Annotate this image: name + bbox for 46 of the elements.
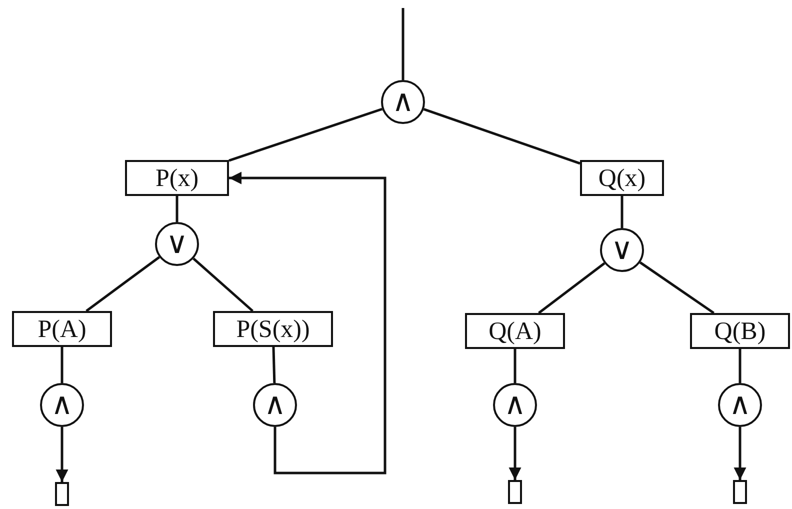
operator-circle [155, 222, 199, 266]
logic-operator: ∧ [51, 390, 73, 420]
logic-operator: ∧ [264, 390, 286, 420]
arrow [229, 172, 386, 474]
operator-circle [493, 383, 537, 427]
predicate-label: P(x) [155, 166, 199, 190]
connector-line [60, 347, 64, 383]
operator-circle [600, 228, 644, 272]
connector-line [620, 196, 624, 228]
operator-circle [253, 383, 297, 427]
term-box [465, 313, 565, 349]
logic-operator: ∧ [729, 390, 751, 420]
connector-line [423, 108, 580, 165]
term-box [213, 311, 333, 347]
connector-line [176, 196, 178, 222]
connector-line [738, 349, 742, 383]
connector-line [86, 256, 160, 312]
predicate-label: Q(A) [488, 318, 542, 344]
term-box [12, 311, 112, 347]
connector-line [192, 258, 254, 312]
predicate-label: Q(B) [714, 318, 766, 344]
arrow [56, 427, 68, 482]
operator-circle [40, 383, 84, 427]
operator-circle [718, 383, 762, 427]
operator-circle [381, 80, 425, 124]
logic-operator: ∨ [166, 229, 188, 259]
predicate-label: P(A) [38, 316, 86, 342]
arrow [508, 427, 522, 480]
connector-line [538, 262, 606, 314]
logic-operator: ∧ [392, 87, 414, 117]
connector-line [639, 261, 714, 314]
logic-operator: ∧ [504, 390, 526, 420]
predicate-label: Q(x) [598, 166, 646, 190]
empty-box [508, 480, 522, 504]
arrow [734, 427, 746, 480]
connector-line [402, 8, 404, 80]
logic-operator: ∨ [611, 235, 633, 265]
empty-box [733, 480, 747, 504]
connector-line [514, 349, 516, 383]
term-box [580, 160, 664, 196]
predicate-label: P(S(x)) [236, 316, 310, 342]
connector-line [228, 108, 383, 162]
term-box [690, 313, 790, 349]
term-box [125, 160, 229, 196]
connector-line [272, 346, 276, 384]
empty-box [55, 482, 69, 506]
